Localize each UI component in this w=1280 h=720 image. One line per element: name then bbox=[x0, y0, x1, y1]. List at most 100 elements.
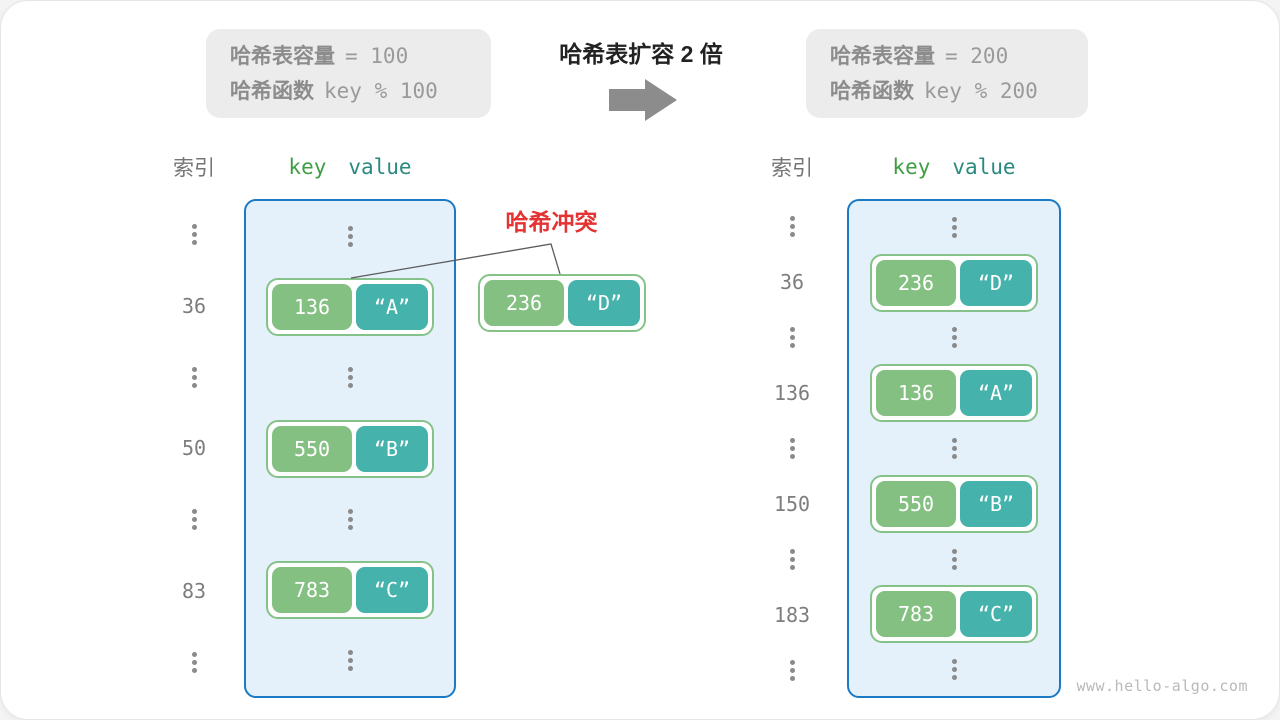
collision-label: 哈希冲突 bbox=[505, 209, 598, 235]
key-value-pair: 550 “B” bbox=[870, 474, 1038, 533]
bucket-slot bbox=[246, 484, 454, 555]
vertical-ellipsis-icon bbox=[951, 437, 957, 459]
caption-code: = 100 bbox=[345, 43, 409, 68]
bucket-slot bbox=[849, 422, 1059, 475]
index-header: 索引 bbox=[771, 157, 813, 180]
vertical-ellipsis-icon bbox=[347, 367, 353, 389]
index-ellipsis bbox=[151, 484, 237, 555]
index-header: 索引 bbox=[173, 157, 215, 180]
vertical-ellipsis-icon bbox=[191, 366, 197, 388]
value-header: value bbox=[952, 155, 1016, 179]
value-box: “A” bbox=[960, 370, 1032, 417]
key-header: key bbox=[892, 155, 931, 179]
key-value-pair: 136 “A” bbox=[870, 364, 1038, 423]
vertical-ellipsis-icon bbox=[347, 650, 353, 672]
vertical-ellipsis-icon bbox=[347, 225, 353, 247]
bucket-slot bbox=[849, 643, 1059, 696]
colliding-key-value-pair: 236 “D” bbox=[478, 274, 646, 332]
key-value-header: key value bbox=[847, 155, 1061, 179]
vertical-ellipsis-icon bbox=[951, 216, 957, 238]
vertical-ellipsis-icon bbox=[951, 327, 957, 349]
key-value-pair: 783 “C” bbox=[870, 585, 1038, 644]
table-header: 索引 key value bbox=[151, 135, 456, 199]
vertical-ellipsis-icon bbox=[789, 327, 795, 349]
index-ellipsis bbox=[151, 342, 237, 413]
index-ellipsis bbox=[749, 199, 835, 254]
value-box: “B” bbox=[356, 425, 428, 472]
index-label: 150 bbox=[773, 491, 811, 516]
bucket-slot: 550 “B” bbox=[849, 474, 1059, 533]
caption-line: 哈希表容量 = 100 bbox=[230, 41, 467, 72]
caption-code: = 200 bbox=[945, 43, 1009, 68]
vertical-ellipsis-icon bbox=[789, 659, 795, 681]
key-box: 136 bbox=[876, 370, 956, 417]
key-box: 236 bbox=[484, 280, 564, 326]
expand-title: 哈希表扩容 2 倍 bbox=[559, 41, 723, 67]
index-column: 36 136 150 183 bbox=[749, 199, 835, 698]
capacity-caption-after: 哈希表容量 = 200 哈希函数 key % 200 bbox=[806, 29, 1088, 118]
capacity-caption-before: 哈希表容量 = 100 哈希函数 key % 100 bbox=[206, 29, 491, 118]
key-box: 550 bbox=[272, 425, 352, 472]
caption-label: 哈希函数 bbox=[830, 79, 914, 103]
key-value-pair: 550 “B” bbox=[266, 419, 434, 478]
bucket-array: 136 “A” 550 “B” 783 “C” bbox=[244, 199, 456, 698]
key-box: 136 bbox=[272, 284, 352, 331]
caption-label: 哈希函数 bbox=[230, 79, 314, 103]
caption-label: 哈希表容量 bbox=[230, 44, 335, 68]
bucket-slot: 136 “A” bbox=[849, 364, 1059, 423]
value-box: “C” bbox=[960, 591, 1032, 638]
value-box: “D” bbox=[568, 280, 640, 326]
key-value-header: key value bbox=[244, 155, 456, 179]
index-label: 36 bbox=[779, 270, 805, 295]
index-ellipsis bbox=[151, 199, 237, 270]
key-value-pair: 236 “D” bbox=[870, 253, 1038, 312]
value-box: “B” bbox=[960, 480, 1032, 527]
index-label: 136 bbox=[773, 381, 811, 406]
caption-line: 哈希函数 key % 200 bbox=[830, 76, 1064, 107]
vertical-ellipsis-icon bbox=[951, 659, 957, 681]
bucket-slot: 783 “C” bbox=[849, 585, 1059, 644]
bucket-array: 236 “D” 136 “A” 550 “B” 783 “C” bbox=[847, 199, 1061, 698]
value-box: “C” bbox=[356, 566, 428, 613]
caption-code: key % 200 bbox=[924, 78, 1038, 103]
index-label: 36 bbox=[181, 293, 207, 318]
bucket-slot: 236 “D” bbox=[849, 253, 1059, 312]
index-ellipsis bbox=[151, 627, 237, 698]
key-box: 550 bbox=[876, 480, 956, 527]
table-body: 36 50 83 136 “A” 550 “B” 783 “C” bbox=[151, 199, 456, 698]
caption-line: 哈希表容量 = 200 bbox=[830, 41, 1064, 72]
vertical-ellipsis-icon bbox=[789, 548, 795, 570]
bucket-slot bbox=[246, 625, 454, 696]
bucket-slot: 136 “A” bbox=[246, 272, 454, 343]
bucket-slot bbox=[246, 201, 454, 272]
caption-line: 哈希函数 key % 100 bbox=[230, 76, 467, 107]
vertical-ellipsis-icon bbox=[789, 216, 795, 238]
bucket-slot bbox=[246, 342, 454, 413]
caption-label: 哈希表容量 bbox=[830, 44, 935, 68]
index-ellipsis bbox=[749, 643, 835, 698]
hash-table-before: 索引 key value 36 50 83 136 “A” 550 “B” 78… bbox=[151, 135, 456, 698]
index-column: 36 50 83 bbox=[151, 199, 237, 698]
watermark: www.hello-algo.com bbox=[1076, 677, 1248, 695]
bucket-slot: 783 “C” bbox=[246, 555, 454, 626]
vertical-ellipsis-icon bbox=[191, 509, 197, 531]
bucket-slot: 550 “B” bbox=[246, 413, 454, 484]
index-ellipsis bbox=[749, 421, 835, 476]
key-value-pair: 783 “C” bbox=[266, 560, 434, 619]
key-value-pair: 136 “A” bbox=[266, 278, 434, 337]
index-ellipsis bbox=[749, 310, 835, 365]
key-header: key bbox=[288, 155, 327, 179]
caption-code: key % 100 bbox=[324, 78, 438, 103]
bucket-slot bbox=[849, 312, 1059, 365]
bucket-slot bbox=[849, 201, 1059, 254]
vertical-ellipsis-icon bbox=[951, 548, 957, 570]
key-box: 783 bbox=[876, 591, 956, 638]
index-label: 50 bbox=[181, 436, 207, 461]
index-label: 183 bbox=[773, 602, 811, 627]
key-box: 783 bbox=[272, 566, 352, 613]
vertical-ellipsis-icon bbox=[347, 508, 353, 530]
vertical-ellipsis-icon bbox=[789, 437, 795, 459]
key-box: 236 bbox=[876, 259, 956, 306]
bucket-slot bbox=[849, 533, 1059, 586]
